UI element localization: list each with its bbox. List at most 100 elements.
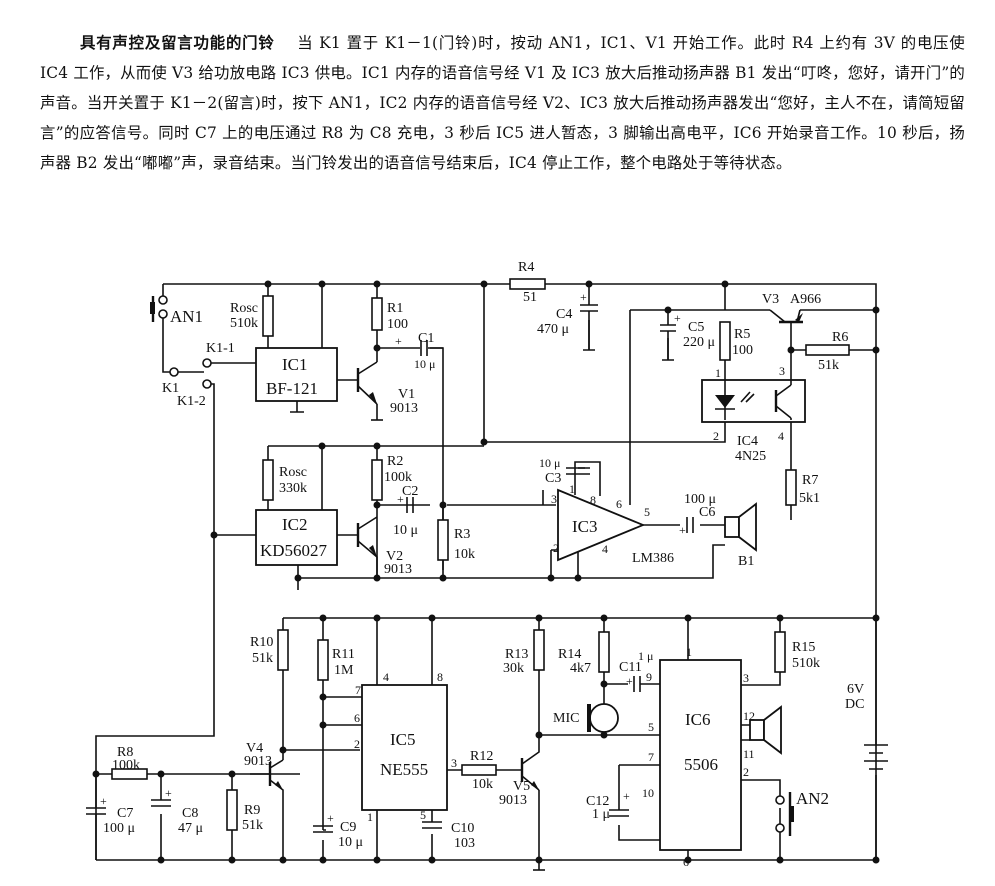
c6-label: C6 — [699, 505, 715, 520]
ic2: IC2 KD56027 — [255, 509, 338, 566]
ic5-pin-3: 3 — [451, 756, 457, 770]
speaker-b1: B1 — [724, 502, 757, 569]
r14-label: R14 — [558, 647, 581, 662]
r12-value: 10k — [472, 777, 493, 792]
r4-value: 51 — [523, 290, 537, 305]
c6-value: 100 μ — [684, 492, 716, 507]
ic1-name: IC1 — [282, 355, 308, 374]
r15-value: 510k — [792, 656, 820, 671]
ic5: IC5 NE555 4 8 7 6 2 3 1 5 — [354, 670, 457, 824]
c9-label: C9 — [340, 820, 356, 835]
c2-value: 10 μ — [393, 523, 418, 538]
c10-value: 103 — [454, 836, 475, 851]
switch-k1: K1 K1-1 K1-2 — [162, 341, 235, 409]
r13-value: 30k — [503, 661, 524, 676]
v4-label: V4 — [246, 741, 263, 756]
c8-plus: + — [165, 786, 172, 800]
mic-label: MIC — [553, 711, 579, 726]
ic6-pin-5: 5 — [648, 720, 654, 734]
ic3-pin-2: 2 — [553, 541, 559, 555]
ic3-pin-8: 8 — [590, 493, 596, 507]
r6-label: R6 — [832, 330, 848, 345]
c1-plus: + — [395, 334, 402, 348]
c3-label: C3 — [545, 471, 561, 486]
capacitor-c2 — [406, 497, 414, 513]
r9-label: R9 — [244, 803, 260, 818]
ic4: 1 3 2 4 IC4 4N25 — [701, 364, 806, 464]
c5-label: C5 — [688, 320, 704, 335]
r9-value: 51k — [242, 818, 263, 833]
v1-label: V1 — [398, 387, 415, 402]
c5-value: 220 μ — [683, 335, 715, 350]
r14-value: 4k7 — [570, 661, 591, 676]
v1-part: 9013 — [390, 401, 418, 416]
transistor-v1: V1 9013 — [356, 361, 418, 421]
v3-part: A966 — [790, 292, 821, 307]
c7-plus: + — [100, 794, 107, 808]
ic5-pin-1: 1 — [367, 810, 373, 824]
an1-label: AN1 — [170, 307, 203, 326]
ic6: IC6 5506 1 9 5 7 10 6 3 12 11 2 — [642, 645, 755, 869]
ic5-pin-8: 8 — [437, 670, 443, 684]
an2-label: AN2 — [796, 789, 829, 808]
resistor-r9 — [226, 789, 238, 831]
description-paragraph: 具有声控及留言功能的门铃当 K1 置于 K1－1(门铃)时，按动 AN1，IC1… — [40, 28, 965, 178]
capacitors: + C1 10 μ + C4 470 μ + C5 220 μ + C2 10 … — [86, 290, 716, 860]
c7-value: 100 μ — [103, 821, 135, 836]
r11-label: R11 — [332, 647, 355, 662]
ic4-pin-2: 2 — [713, 429, 719, 443]
v3-label: V3 — [762, 292, 779, 307]
ic6-pin-10: 10 — [642, 786, 654, 800]
ic6-pin-9: 9 — [646, 670, 652, 684]
resistor-rosc2 — [262, 459, 274, 501]
transistors: V1 9013 V2 9013 V3 A966 V4 9013 — [244, 292, 821, 871]
c4-label: C4 — [556, 307, 572, 322]
transistor-v4: V4 9013 — [244, 741, 284, 800]
c7-label: C7 — [117, 806, 133, 821]
ic4-part: 4N25 — [735, 449, 766, 464]
battery-voltage: 6V — [847, 682, 864, 697]
v5-part: 9013 — [499, 793, 527, 808]
c9-plus: + — [327, 811, 334, 825]
resistor-r13 — [533, 629, 545, 671]
resistor-r11 — [317, 639, 329, 681]
resistor-r1 — [371, 297, 383, 331]
capacitor-c1 — [400, 340, 443, 356]
c4-plus: + — [580, 290, 587, 304]
capacitor-c3 — [566, 467, 590, 475]
capacitor-c10 — [422, 821, 442, 829]
c2-plus: + — [397, 492, 404, 506]
resistors: Rosc 510k R1 100 R4 51 R5 100 R6 51k R7 … — [111, 260, 850, 833]
r3-value: 10k — [454, 547, 475, 562]
r11-value: 1M — [334, 663, 354, 678]
r5-label: R5 — [734, 327, 750, 342]
ic5-pin-2: 2 — [354, 737, 360, 751]
c5-plus: + — [674, 311, 681, 325]
resistor-r4 — [509, 278, 546, 290]
capacitor-c7 — [86, 774, 106, 860]
r6-value: 51k — [818, 358, 839, 373]
r13-label: R13 — [505, 647, 528, 662]
c1-label: C1 — [418, 331, 434, 346]
resistor-r15 — [774, 631, 786, 673]
ic2-name: IC2 — [282, 515, 308, 534]
r10-label: R10 — [250, 635, 273, 650]
resistor-rosc1 — [262, 295, 274, 337]
resistor-r5 — [719, 321, 731, 361]
transistor-v3: V3 A966 — [762, 292, 821, 324]
c12-value: 1 μ — [592, 807, 610, 822]
c3-value: 10 μ — [539, 456, 560, 470]
ic3-part: LM386 — [632, 551, 674, 566]
c11-plus: + — [626, 674, 633, 688]
v2-part: 9013 — [384, 562, 412, 577]
switch-an1: AN1 — [150, 295, 203, 326]
ic6-pin-2: 2 — [743, 765, 749, 779]
resistor-r3 — [437, 519, 449, 561]
c1-value: 10 μ — [414, 357, 435, 371]
k1-2-label: K1-2 — [177, 394, 206, 409]
ic4-pin-1: 1 — [715, 366, 721, 380]
ic5-pin-7: 7 — [355, 683, 361, 697]
rosc1-value: 510k — [230, 316, 258, 331]
c8-value: 47 μ — [178, 821, 203, 836]
